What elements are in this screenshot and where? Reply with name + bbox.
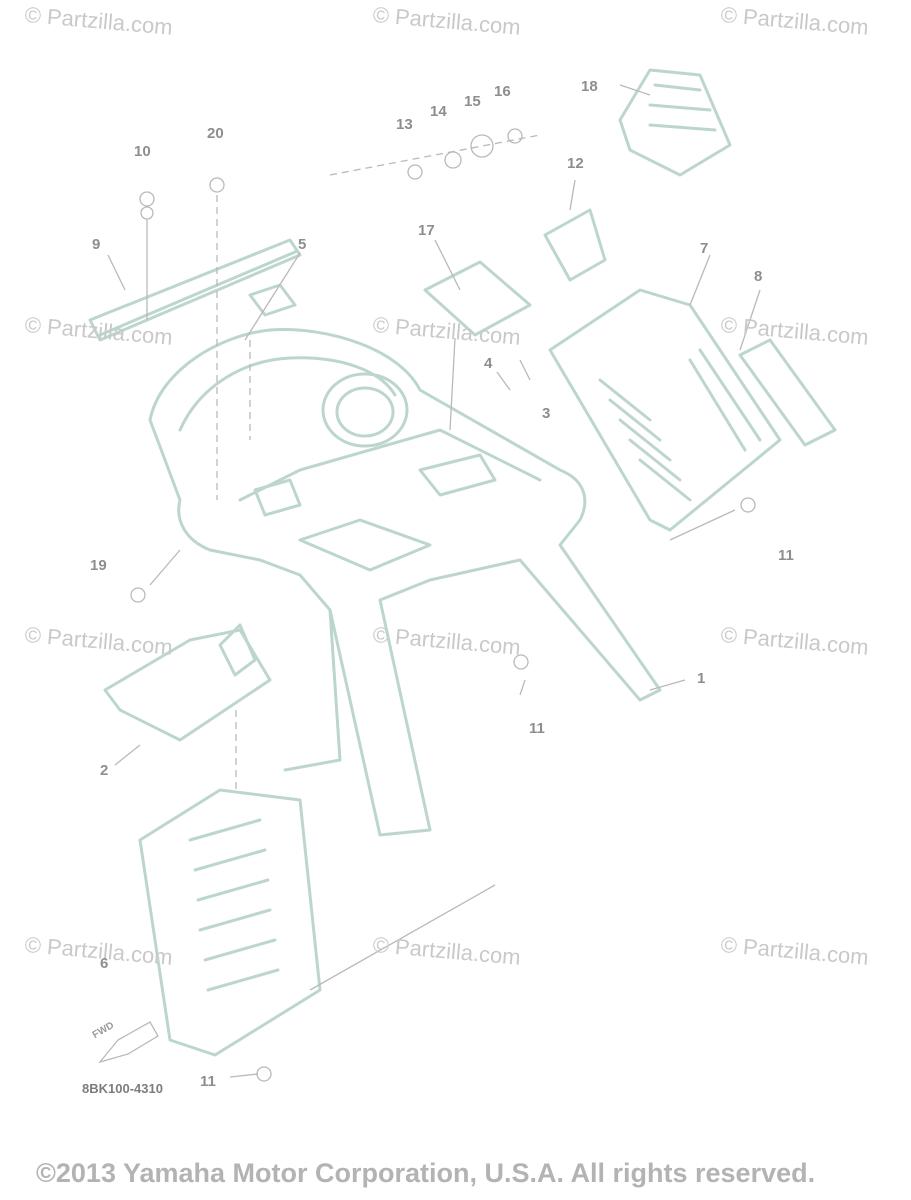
rear-body-part — [148, 328, 662, 837]
leader-lines — [107, 84, 761, 1078]
plate-part-17 — [423, 260, 532, 337]
copyright-notice: ©2013 Yamaha Motor Corporation, U.S.A. A… — [36, 1158, 816, 1188]
callout-label: 19 — [90, 557, 107, 574]
panel-part-2 — [103, 623, 272, 742]
rail-part-9 — [88, 238, 302, 342]
strip-part-8 — [738, 338, 837, 447]
callout-label: 11 — [529, 720, 545, 737]
fwd-arrow — [98, 1021, 159, 1064]
callout-label: 14 — [430, 103, 447, 120]
diagram-reference-code: 8BK100-4310 — [82, 1081, 163, 1096]
callout-label: 4 — [484, 355, 493, 372]
callout-label: 8 — [754, 268, 763, 285]
callout-label: 2 — [100, 762, 109, 779]
bracket-part-12 — [543, 208, 607, 282]
callout-label: 5 — [298, 236, 307, 253]
pad-part-5 — [248, 283, 297, 317]
boot-part-18 — [618, 68, 732, 177]
side-panel-part-6 — [138, 788, 322, 1057]
callout-label: 1 — [697, 670, 706, 687]
callout-label: 15 — [464, 93, 481, 110]
cover-part-7 — [548, 288, 782, 532]
callout-label: 9 — [92, 236, 101, 253]
callout-label: 10 — [134, 143, 151, 160]
callout-label: 6 — [100, 955, 109, 972]
callout-label: 7 — [700, 240, 709, 257]
callout-label: 3 — [542, 405, 551, 422]
callout-label: 20 — [207, 125, 224, 142]
callout-label: 17 — [418, 222, 435, 239]
callout-label: 11 — [778, 547, 794, 564]
callout-label: 16 — [494, 83, 511, 100]
callout-label: 13 — [396, 116, 413, 133]
callout-label: 11 — [200, 1073, 216, 1090]
callout-label: 12 — [567, 155, 584, 172]
hardware-parts — [130, 128, 756, 1082]
callout-label: 18 — [581, 78, 598, 95]
